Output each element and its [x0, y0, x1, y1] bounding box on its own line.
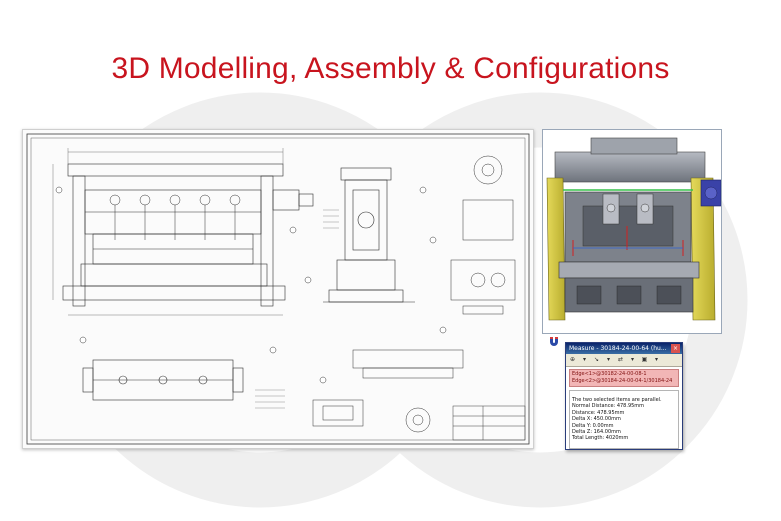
detail-views	[450, 155, 516, 315]
history-button[interactable]: ▣	[641, 356, 648, 363]
parts-list	[255, 209, 339, 409]
measure-units-button[interactable]: ⊕	[569, 356, 576, 363]
balloon-callouts	[55, 186, 447, 384]
result-total-length: Total Length: 4020mm	[572, 435, 629, 442]
selection-item[interactable]: Edge<1>@30182-24-00-08-1	[572, 371, 647, 377]
measure-window-title: Measure - 30184-24-00-64 (hu...	[569, 345, 667, 352]
result-message: The two selected items are parallel.	[572, 397, 662, 403]
title-block	[452, 405, 526, 441]
chevron-down-icon[interactable]: ▾	[630, 356, 634, 363]
section-views	[312, 349, 464, 433]
xyz-measure-button[interactable]: ⇄	[617, 356, 624, 363]
plan-view	[82, 359, 244, 401]
result-normal-distance: Normal Distance: 478.95mm	[572, 403, 645, 410]
result-delta-y: Delta Y: 0.00mm	[572, 422, 614, 429]
drawing-linework	[26, 133, 530, 445]
result-distance: Distance: 478.95mm	[572, 409, 625, 416]
point-to-point-button[interactable]: ↘	[593, 356, 600, 363]
chevron-down-icon[interactable]: ▾	[582, 356, 586, 363]
front-view	[62, 163, 314, 307]
measure-window[interactable]: Measure - 30184-24-00-64 (hu... × ⊕ ▾ ↘ …	[565, 342, 683, 450]
chevron-down-icon[interactable]: ▾	[606, 356, 610, 363]
chevron-down-icon[interactable]: ▾	[654, 356, 658, 363]
press-machine-model	[543, 130, 721, 333]
measure-results: The two selected items are parallel. Nor…	[569, 390, 679, 449]
selection-list[interactable]: Edge<1>@30182-24-00-08-1 Edge<2>@30184-2…	[569, 369, 679, 387]
selection-item[interactable]: Edge<2>@30184-24-00-04-1/30184-24	[572, 378, 673, 384]
close-icon[interactable]: ×	[671, 344, 680, 353]
front-view-bolts	[109, 194, 241, 240]
side-view	[323, 167, 415, 303]
dimension-lines	[52, 148, 284, 316]
measure-window-titlebar[interactable]: Measure - 30184-24-00-64 (hu... ×	[566, 343, 682, 354]
3d-model-viewport[interactable]	[542, 129, 722, 334]
measure-toolbar: ⊕ ▾ ↘ ▾ ⇄ ▾ ▣ ▾	[566, 354, 682, 367]
technical-drawing-sheet	[22, 129, 534, 449]
magnet-icon	[550, 337, 558, 346]
result-delta-z: Delta Z: 164.00mm	[572, 429, 621, 436]
result-delta-x: Delta X: 450.00mm	[572, 416, 621, 423]
page-title: 3D Modelling, Assembly & Configurations	[111, 52, 670, 85]
